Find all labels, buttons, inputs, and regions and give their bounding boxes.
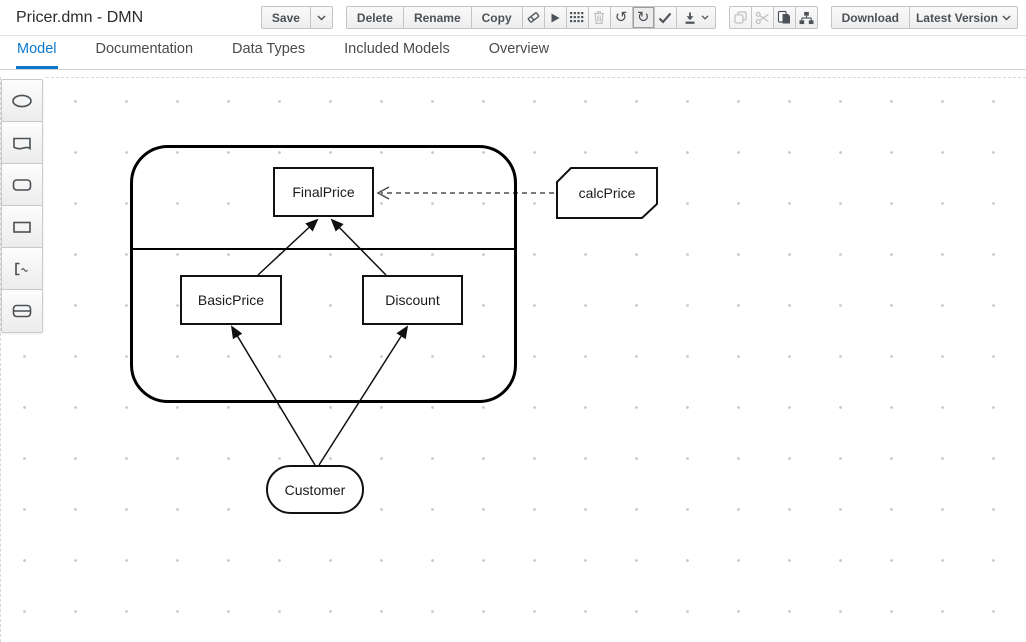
node-label: Customer [284,481,346,498]
save-button-group: Save [260,6,333,29]
scissors-icon [755,11,769,24]
business-knowledge-model-icon [12,178,32,191]
tab-model[interactable]: Model [16,33,58,69]
chevron-down-icon [317,15,326,20]
palette-item-text-annotation[interactable] [2,248,42,290]
shape-palette [1,79,43,333]
page-title: Pricer.dmn - DMN [16,8,144,26]
node-customer[interactable]: Customer [266,465,364,514]
text-annotation-icon [15,262,29,275]
edge-discount-finalprice [330,218,387,276]
delete-selection-button[interactable] [587,6,611,29]
node-label: Discount [385,292,440,308]
node-finalprice[interactable]: FinalPrice [273,167,374,217]
node-label: FinalPrice [292,184,355,200]
clone-icon [734,11,747,24]
clear-diagram-button[interactable] [521,6,545,29]
palette-item-business-knowledge-model[interactable] [2,164,42,206]
delete-button[interactable]: Delete [345,6,404,29]
node-label: calcPrice [578,185,636,201]
node-basicprice[interactable]: BasicPrice [180,275,282,325]
switch-to-structure-button[interactable] [794,6,818,29]
play-icon [551,13,560,22]
tab-documentation[interactable]: Documentation [95,41,194,57]
diagram-edges[interactable] [0,70,1026,642]
grid-icon [570,12,584,23]
knowledge-source-icon [13,137,31,150]
version-select-button[interactable]: Latest Version [908,6,1018,29]
version-select-label: Latest Version [915,10,998,25]
paste-button[interactable] [772,6,796,29]
download-button[interactable]: Download [830,6,910,29]
save-button[interactable]: Save [260,6,311,29]
version-button-group: Download Latest Version [830,6,1018,29]
edge-customer-basicprice [230,325,316,466]
input-data-icon [12,94,32,107]
copy-button[interactable]: Copy [470,6,523,29]
editor-tabbar: Model Documentation Data Types Included … [0,36,1026,70]
tab-overview[interactable]: Overview [488,41,550,57]
palette-item-input-data[interactable] [2,80,42,122]
undo-icon: ↺ [614,9,628,26]
palette-item-decision-service[interactable] [2,290,42,332]
trash-icon [594,11,605,25]
run-button[interactable] [543,6,567,29]
sitemap-icon [799,11,814,24]
rename-button[interactable]: Rename [402,6,472,29]
palette-item-decision[interactable] [2,206,42,248]
undo-button[interactable]: ↺ [609,6,633,29]
node-calcprice[interactable]: calcPrice [556,167,658,219]
decision-service-divider [133,248,514,250]
edge-customer-discount [318,325,409,466]
decision-service-icon [12,304,32,318]
node-label: BasicPrice [197,292,265,308]
eraser-icon [527,12,539,23]
download-arrow-icon [685,12,695,24]
chevron-down-icon [1002,15,1011,20]
redo-icon: ↻ [636,9,650,26]
check-icon [658,12,672,24]
edge-calcprice-arrowhead [376,186,390,200]
tab-included-models[interactable]: Included Models [344,41,450,57]
bkm-shape [556,167,658,219]
chevron-down-icon [701,15,709,20]
tab-data-types[interactable]: Data Types [232,41,306,57]
canvas-top-boundary [46,77,1026,78]
paste-icon [778,10,791,24]
performance-grid-button[interactable] [565,6,589,29]
diagram-canvas[interactable]: FinalPrice BasicPrice Discount calcPrice… [0,70,1026,642]
clipboard-button-group [728,6,818,29]
redo-button[interactable]: ↻ [631,6,655,29]
save-menu-caret-button[interactable] [309,6,333,29]
header-bar: Pricer.dmn - DMN Save Delete Rename Copy [0,0,1026,36]
palette-item-knowledge-source[interactable] [2,122,42,164]
canvas-left-boundary [0,77,1,642]
decision-icon [13,221,31,233]
cut-button[interactable] [750,6,774,29]
clone-button[interactable] [728,6,752,29]
toolbar: Save Delete Rename Copy [260,6,1018,29]
edit-button-group: Delete Rename Copy [345,6,716,29]
validate-button[interactable] [653,6,677,29]
edge-basicprice-finalprice [257,218,319,276]
node-discount[interactable]: Discount [362,275,463,325]
export-button[interactable] [675,6,716,29]
decision-service-node[interactable] [130,145,517,403]
